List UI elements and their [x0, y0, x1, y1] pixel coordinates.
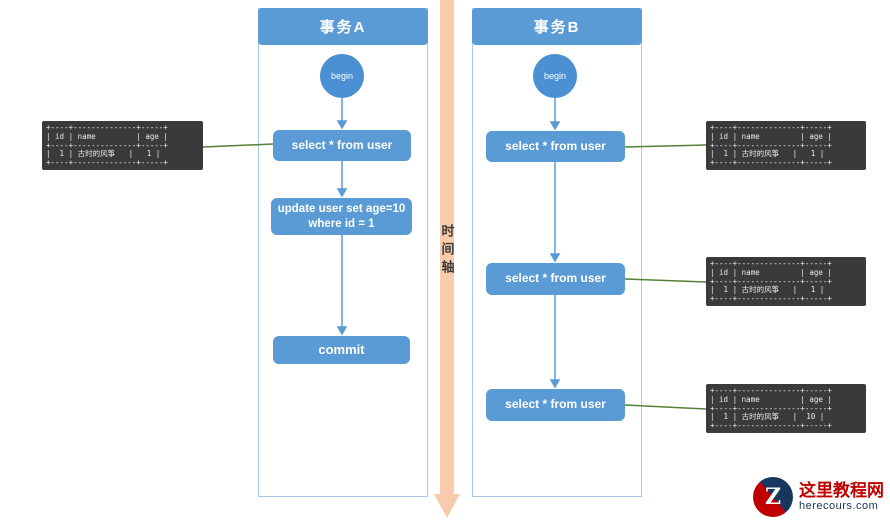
result-table-a-select: +----+--------------+-----+ | id | name …	[42, 121, 203, 170]
logo-site-name: 这里教程网	[799, 480, 884, 500]
step-label-line2: where id = 1	[308, 217, 375, 230]
step-label: commit	[318, 341, 365, 357]
logo-icon: Z	[753, 477, 793, 517]
transaction-a-update-step: update user set age=10 where id = 1	[271, 198, 412, 235]
result-table-b-select1: +----+--------------+-----+ | id | name …	[706, 121, 866, 170]
result-table-b-select3: +----+--------------+-----+ | id | name …	[706, 384, 866, 433]
step-label-line1: update user set age=10	[277, 202, 406, 215]
step-label: select * from user	[505, 138, 606, 153]
transaction-b-select3-step: select * from user	[486, 389, 625, 421]
time-axis-label: 时间轴	[439, 224, 455, 278]
time-axis-bar	[440, 0, 454, 494]
transaction-b-select2-step: select * from user	[486, 263, 625, 295]
result-table-b-select2: +----+--------------+-----+ | id | name …	[706, 257, 866, 306]
transaction-b-header: 事务B	[472, 8, 642, 45]
site-watermark: Z 这里教程网 herecours.com	[753, 477, 884, 517]
logo-site-domain: herecours.com	[799, 500, 879, 513]
transaction-a-header: 事务A	[258, 8, 428, 45]
transaction-a-begin-node: begin	[320, 54, 364, 98]
step-label: select * from user	[291, 137, 393, 152]
logo-text: 这里教程网 herecours.com	[799, 481, 884, 513]
time-axis-arrowhead-icon	[434, 494, 460, 518]
transaction-b-begin-node: begin	[533, 54, 577, 98]
transaction-a-commit-step: commit	[273, 336, 410, 364]
transaction-a-select-step: select * from user	[273, 130, 411, 161]
transaction-b-select1-step: select * from user	[486, 131, 625, 162]
step-label: select * from user	[505, 397, 606, 412]
logo-letter: Z	[764, 484, 782, 510]
step-label: select * from user	[505, 271, 606, 286]
